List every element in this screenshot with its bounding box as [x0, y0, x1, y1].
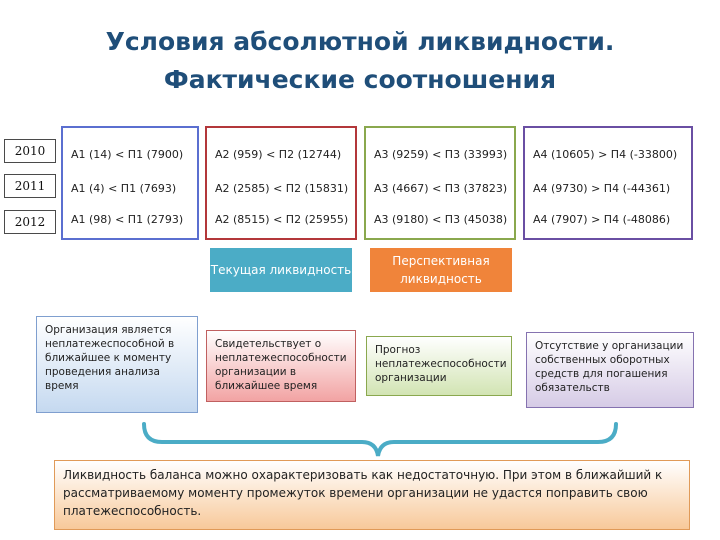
prospective-liquidity-header: Перспективная ликвидность: [370, 248, 512, 292]
ratio-column-a1-p1: А1 (14) < П1 (7900) А1 (4) < П1 (7693) А…: [61, 126, 199, 240]
current-liquidity-header: Текущая ликвидность: [210, 248, 352, 292]
ratio-cell: А4 (9730) > П4 (-44361): [533, 182, 671, 195]
year-label-2010: 2010: [4, 139, 56, 163]
ratio-cell: А1 (14) < П1 (7900): [71, 148, 184, 161]
curly-brace-connector: [142, 422, 618, 457]
ratio-cell: А3 (4667) < П3 (37823): [374, 182, 508, 195]
ratio-cell: А2 (959) < П2 (12744): [215, 148, 342, 161]
ratio-cell: А4 (10605) > П4 (-33800): [533, 148, 678, 161]
summary-conclusion: Ликвидность баланса можно охарактеризова…: [54, 460, 690, 530]
year-label-2011: 2011: [4, 174, 56, 198]
ratio-column-a2-p2: А2 (959) < П2 (12744) А2 (2585) < П2 (15…: [205, 126, 357, 240]
ratio-cell: А1 (4) < П1 (7693): [71, 182, 177, 195]
description-insolvency-forecast: Прогноз неплатежеспособности организации: [366, 336, 512, 396]
ratio-cell: А1 (98) < П1 (2793): [71, 213, 184, 226]
ratio-cell: А3 (9259) < П3 (33993): [374, 148, 508, 161]
page-title-line1: Условия абсолютной ликвидности.: [105, 27, 615, 56]
year-label-2012: 2012: [4, 210, 56, 234]
description-no-working-capital: Отсутствие у организации собственных обо…: [526, 332, 694, 408]
ratio-cell: А2 (8515) < П2 (25955): [215, 213, 349, 226]
ratio-column-a4-p4: А4 (10605) > П4 (-33800) А4 (9730) > П4 …: [523, 126, 693, 240]
ratio-cell: А2 (2585) < П2 (15831): [215, 182, 349, 195]
ratio-cell: А4 (7907) > П4 (-48086): [533, 213, 671, 226]
page-title-line2: Фактические соотношения: [163, 65, 557, 94]
ratio-column-a3-p3: А3 (9259) < П3 (33993) А3 (4667) < П3 (3…: [364, 126, 516, 240]
description-insolvent-now: Организация является неплатежеспособной …: [36, 316, 198, 413]
ratio-cell: А3 (9180) < П3 (45038): [374, 213, 508, 226]
description-insolvency-soon: Свидетельствует о неплатежеспособности о…: [206, 330, 356, 402]
